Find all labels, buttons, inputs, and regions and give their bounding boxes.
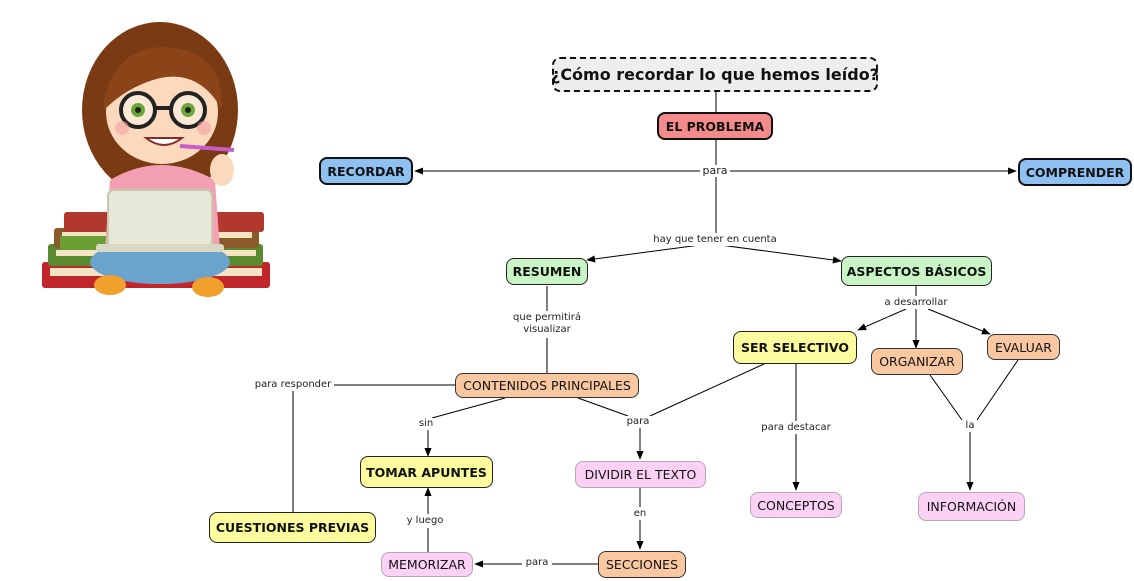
link-label-line-1: que permitirá xyxy=(513,312,581,323)
node-informacion[interactable]: INFORMACIÓN xyxy=(918,492,1025,521)
node-resumen[interactable]: RESUMEN xyxy=(506,258,588,285)
node-dividir-el-texto[interactable]: DIVIDIR EL TEXTO xyxy=(575,461,706,488)
link-label-sin: sin xyxy=(416,418,436,430)
link-label-para: para xyxy=(700,164,730,177)
link-label-para-memorizar: para xyxy=(523,557,551,569)
link-label-en: en xyxy=(631,508,649,520)
node-el-problema[interactable]: EL PROBLEMA xyxy=(657,112,773,140)
node-secciones[interactable]: SECCIONES xyxy=(598,551,686,578)
map-title: ¿Cómo recordar lo que hemos leído? xyxy=(551,57,879,92)
link-label-para-responder: para responder xyxy=(252,379,334,391)
link-label-line-2: visualizar xyxy=(523,324,571,335)
node-recordar[interactable]: RECORDAR xyxy=(319,157,413,185)
girl-reading-illustration xyxy=(42,22,270,297)
link-label-a-desarrollar: a desarrollar xyxy=(882,297,950,309)
link-label-para-destacar: para destacar xyxy=(759,422,833,434)
node-memorizar[interactable]: MEMORIZAR xyxy=(381,552,473,577)
node-organizar[interactable]: ORGANIZAR xyxy=(871,348,963,375)
node-ser-selectivo[interactable]: SER SELECTIVO xyxy=(733,331,857,364)
link-label-hay-que-tener-en-cuenta: hay que tener en cuenta xyxy=(651,234,779,246)
node-evaluar[interactable]: EVALUAR xyxy=(987,334,1060,360)
node-comprender[interactable]: COMPRENDER xyxy=(1018,158,1132,186)
node-conceptos[interactable]: CONCEPTOS xyxy=(750,492,842,518)
link-label-para-dividir: para xyxy=(624,416,652,428)
node-cuestiones-previas[interactable]: CUESTIONES PREVIAS xyxy=(209,512,376,543)
connector-lines xyxy=(292,92,1019,568)
link-label-y-luego: y luego xyxy=(404,515,446,527)
link-label-que-permitira-visualizar: que permitirá visualizar xyxy=(511,312,583,336)
node-contenidos-principales[interactable]: CONTENIDOS PRINCIPALES xyxy=(455,373,639,398)
node-tomar-apuntes[interactable]: TOMAR APUNTES xyxy=(360,456,493,488)
link-label-la: la xyxy=(963,420,977,432)
node-aspectos-basicos[interactable]: ASPECTOS BÁSICOS xyxy=(841,256,992,286)
